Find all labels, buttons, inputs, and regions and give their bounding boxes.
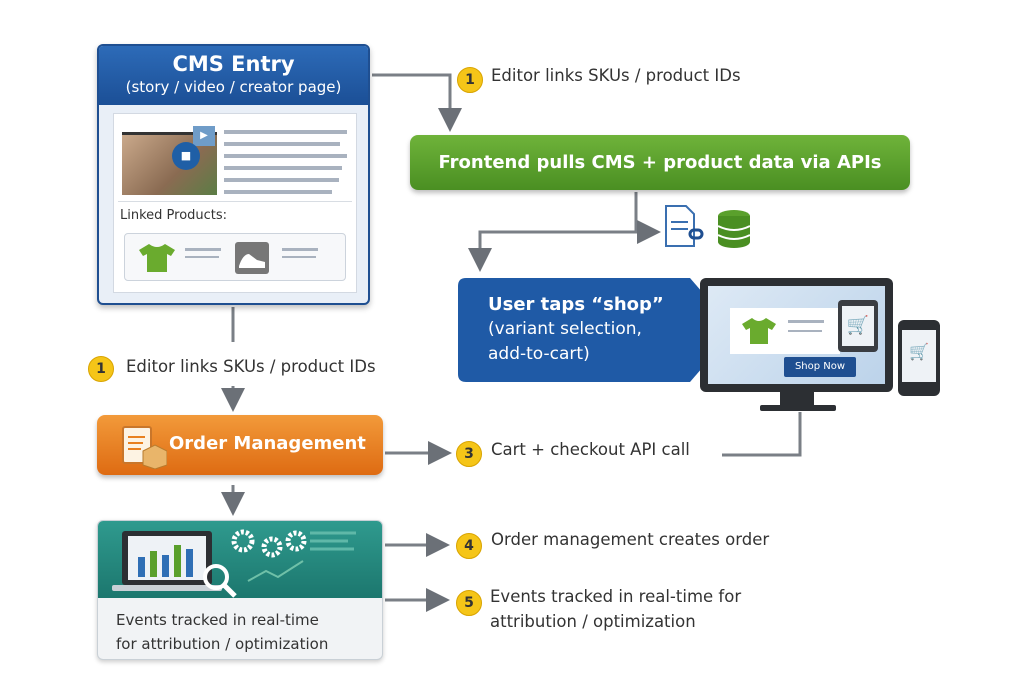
- clipboard-box-icon: [122, 426, 167, 469]
- step-badge-3: 3: [456, 441, 482, 467]
- cms-entry-card: CMS Entry (story / video / creator page)…: [97, 44, 370, 305]
- step-5-line2: attribution / optimization: [490, 612, 696, 631]
- shop-line2: (variant selection,: [488, 319, 642, 339]
- cms-title: CMS Entry: [172, 52, 295, 76]
- cms-header: CMS Entry (story / video / creator page): [99, 46, 368, 105]
- shop-title: User taps “shop”: [488, 294, 664, 315]
- step-badge-4: 4: [456, 533, 482, 559]
- cms-subtitle: (story / video / creator page): [125, 78, 342, 96]
- step-5-text: Events tracked in real-time for attribut…: [490, 584, 741, 634]
- step-5-line1: Events tracked in real-time for: [490, 587, 742, 606]
- tshirt-icon: [139, 244, 175, 272]
- order-management-box: Order Management: [97, 415, 383, 475]
- step-1-text: Editor links SKUs / product IDs: [491, 66, 741, 85]
- text-line: [224, 142, 340, 146]
- text-line: [224, 190, 332, 194]
- tablet-cart: 🛒: [838, 300, 878, 352]
- cart-icon: 🛒: [842, 306, 874, 346]
- product-card: [730, 308, 840, 354]
- events-line2: for attribution / optimization: [116, 635, 329, 653]
- events-tracking-card: Events tracked in real-time for attribut…: [97, 520, 383, 660]
- arrow-frontend-to-shop: [468, 192, 638, 272]
- video-camera-icon: ■: [172, 142, 200, 170]
- text-line: [224, 166, 342, 170]
- cms-content-panel: ▶ ■ Linked Products:: [113, 113, 357, 293]
- step-3-text: Cart + checkout API call: [491, 440, 690, 459]
- desktop-monitor: 🛒 Shop Now: [700, 278, 893, 392]
- order-management-label: Order Management: [169, 433, 366, 454]
- smartphone: 🛒: [898, 320, 940, 396]
- analytics-illustration: [98, 521, 382, 598]
- step-badge-1: 1: [457, 67, 483, 93]
- frontend-box: Frontend pulls CMS + product data via AP…: [410, 135, 910, 190]
- shop-line3: add-to-cart): [488, 344, 590, 364]
- text-line: [224, 154, 347, 158]
- linked-products-label: Linked Products:: [120, 208, 228, 223]
- document-database-icon: [665, 205, 751, 248]
- play-icon: ▶: [193, 126, 215, 146]
- sneaker-icon: [235, 242, 269, 274]
- shop-now-button[interactable]: Shop Now: [784, 357, 856, 377]
- cart-icon: 🛒: [902, 330, 936, 382]
- analytics-chart-icon: [112, 529, 356, 598]
- arrow-cms-to-frontend: [372, 73, 462, 132]
- linked-products-list: [124, 233, 346, 281]
- user-shop-box: User taps “shop” (variant selection, add…: [458, 278, 735, 382]
- step-1b-text: Editor links SKUs / product IDs: [126, 357, 376, 376]
- text-line: [224, 178, 339, 182]
- text-line: [224, 130, 347, 134]
- step-badge-5: 5: [456, 590, 482, 616]
- step-4-text: Order management creates order: [491, 530, 770, 549]
- step-badge-1b: 1: [88, 356, 114, 382]
- tshirt-icon: [742, 318, 776, 344]
- line-monitor-to-step3: [722, 412, 802, 457]
- events-line1: Events tracked in real-time: [116, 611, 319, 629]
